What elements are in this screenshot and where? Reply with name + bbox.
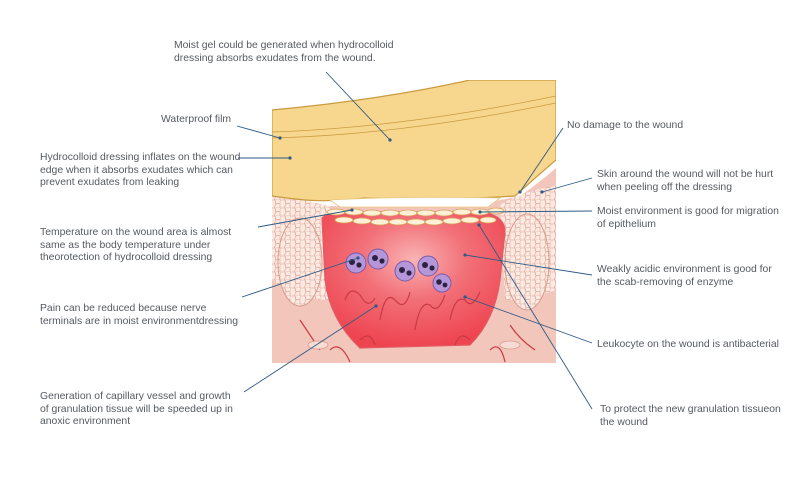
- label-moist-gel: Moist gel could be generated when hydroc…: [174, 40, 394, 65]
- leader-moist-env: [479, 210, 593, 213]
- leader-acidic: [464, 254, 593, 276]
- label-waterproof: Waterproof film: [161, 114, 231, 127]
- leader-lines: [236, 71, 593, 410]
- label-temperature: Temperature on the wound area is almost …: [40, 227, 231, 265]
- label-line: Hydrocolloid dressing inflates on the wo…: [40, 152, 241, 163]
- label-line: theorotection of hydrocolloid dressing: [40, 252, 213, 264]
- label-line: the wound: [600, 416, 648, 428]
- label-acidic: Weakly acidic environment is good for th…: [597, 264, 772, 289]
- label-line: Moist environment is good for migration: [597, 206, 779, 217]
- label-line: Pain can be reduced because nerve: [40, 303, 207, 314]
- leader-capillary: [243, 305, 377, 393]
- leader-leukocyte: [464, 296, 593, 344]
- label-inflates: Hydrocolloid dressing inflates on the wo…: [40, 152, 240, 190]
- label-skin-around: Skin around the wound will not be hurt w…: [597, 169, 773, 194]
- label-pain: Pain can be reduced because nerve termin…: [40, 303, 238, 328]
- label-line: Leukocyte on the wound is antibacterial: [597, 339, 779, 350]
- label-line: prevent exudates from leaking: [40, 177, 180, 189]
- label-line: Generation of capillary vessel and growt…: [40, 391, 231, 402]
- leader-no-damage: [519, 127, 564, 193]
- leader-temperature: [257, 209, 353, 228]
- label-line: dressing absorbs exudates from the wound…: [174, 52, 376, 64]
- label-line: No damage to the wound: [567, 120, 684, 131]
- label-line: of epithelium: [597, 218, 656, 230]
- label-line: Skin around the wound will not be hurt: [597, 169, 774, 180]
- label-line: same as the body temperature under: [40, 239, 211, 251]
- leader-moist-gel: [325, 71, 391, 141]
- label-line: of granulation tissue will be speeded up…: [40, 403, 233, 415]
- leukocytes: [345, 248, 452, 293]
- leader-waterproof: [236, 125, 281, 139]
- label-no-damage: No damage to the wound: [567, 120, 683, 133]
- label-moist-env: Moist environment is good for migration …: [597, 206, 779, 231]
- label-line: To protect the new granulation tissueon: [600, 404, 781, 415]
- label-line: the scab-removing of enzyme: [597, 276, 734, 288]
- leader-pain: [241, 257, 359, 298]
- moist-gel: [328, 196, 502, 208]
- tissue-illustration: [272, 80, 556, 363]
- label-line: anoxic environment: [40, 416, 131, 428]
- label-line: terminals are in moist environmentdressi…: [40, 315, 239, 327]
- label-line: Moist gel could be generated when hydroc…: [174, 40, 394, 51]
- label-line: edge when it absorbs exudates which can: [40, 164, 233, 176]
- label-leukocyte: Leukocyte on the wound is antibacterial: [597, 339, 779, 352]
- label-line: Waterproof film: [161, 114, 232, 125]
- epithelium-cells: [326, 207, 505, 226]
- hydrocolloid-dressing: [272, 80, 556, 202]
- leader-protect: [478, 224, 593, 410]
- label-line: Temperature on the wound area is almost: [40, 227, 232, 238]
- label-line: Weakly acidic environment is good for: [597, 264, 772, 275]
- label-capillary: Generation of capillary vessel and growt…: [40, 391, 233, 429]
- leader-skin-around: [541, 177, 593, 193]
- label-line: when peeling off the dressing: [597, 181, 732, 193]
- label-protect: To protect the new granulation tissueon …: [600, 404, 781, 429]
- wound-bed: [321, 211, 506, 349]
